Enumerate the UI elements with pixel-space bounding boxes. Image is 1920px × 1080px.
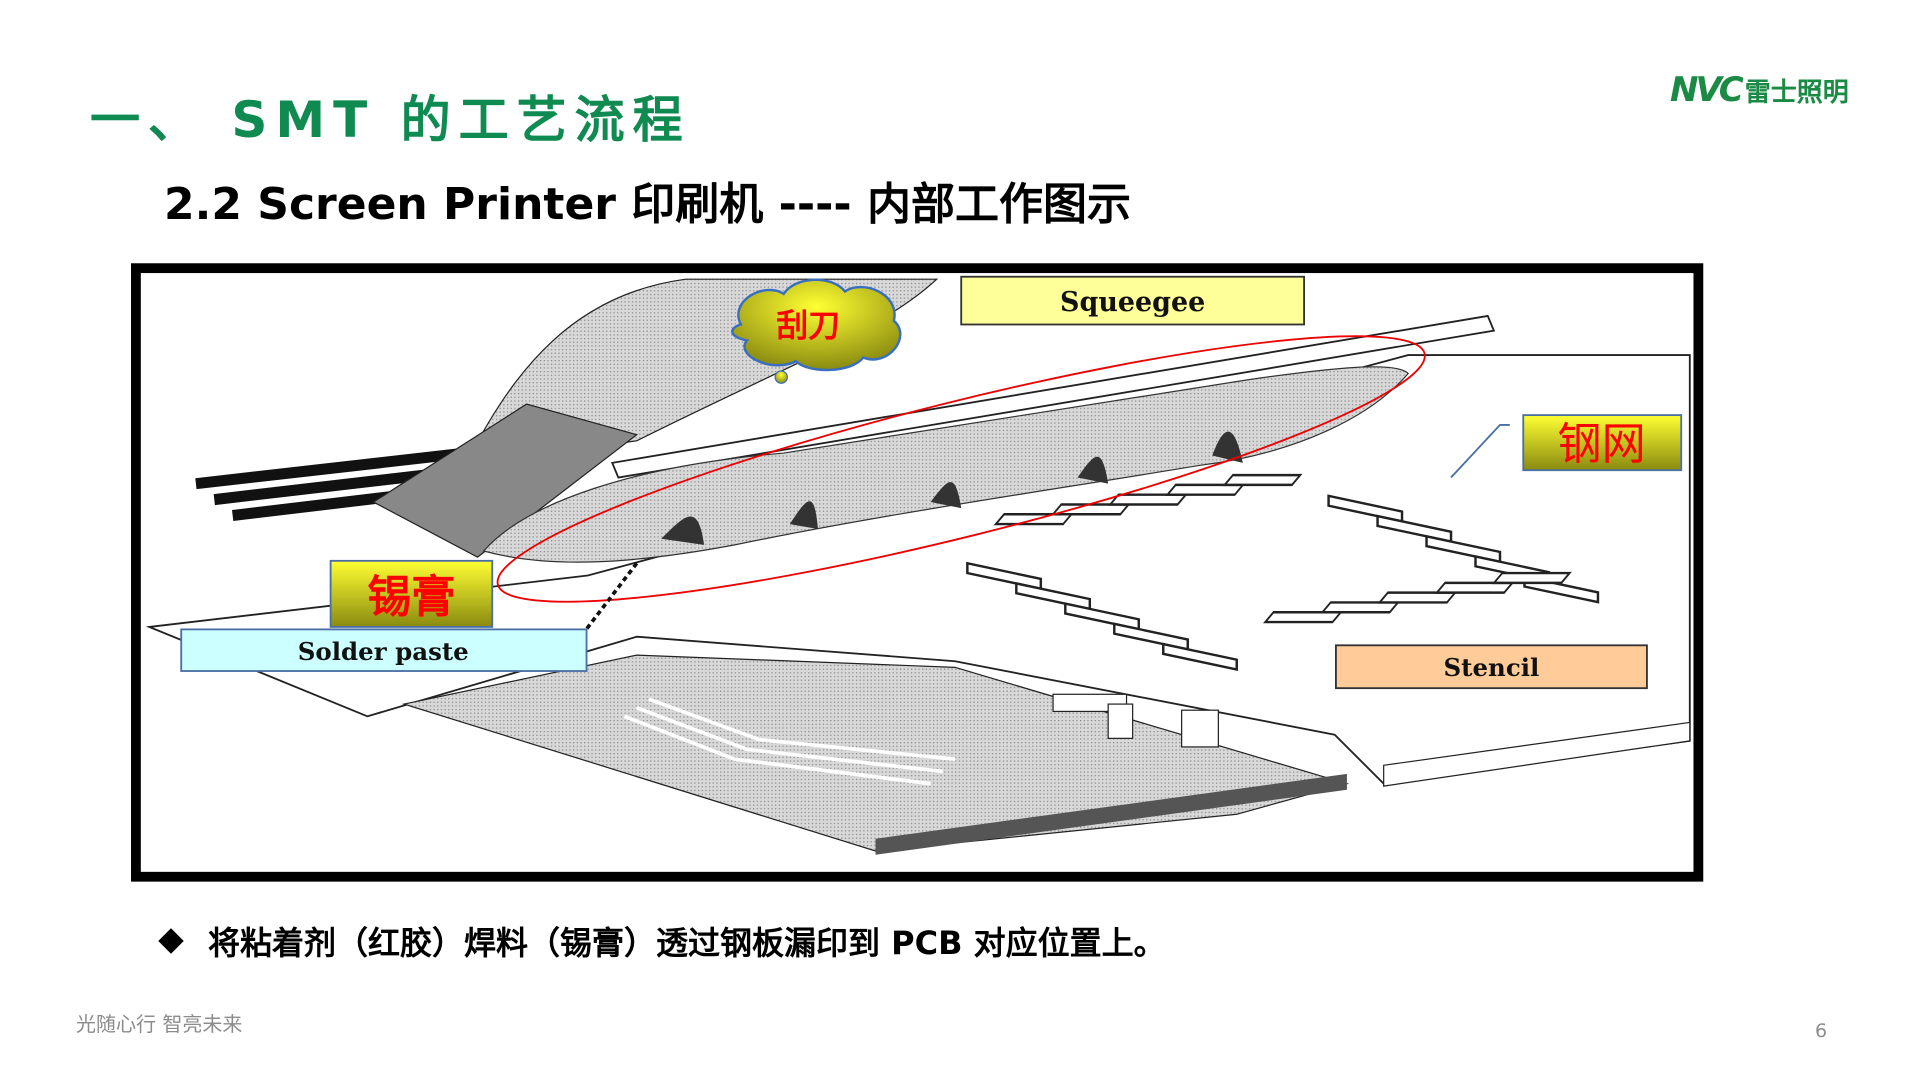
paste-cn-box <box>329 559 494 628</box>
squeegee-en-label: Squeegee <box>1060 287 1205 318</box>
logo-mark: NVC <box>1670 70 1744 110</box>
paste-en-box <box>180 628 588 672</box>
footer-slogan: 光随心行 智亮未来 <box>76 1012 243 1036</box>
slide-subtitle: 2.2 Screen Printer 印刷机 ---- 内部工作图示 <box>164 179 1131 230</box>
paste-en-label: Solder paste <box>298 637 469 666</box>
stencil-apertures <box>966 473 1600 671</box>
squeegee-en-box <box>960 275 1305 326</box>
slide-title: 一、 SMT 的工艺流程 <box>90 91 691 149</box>
stencil-en-box <box>1335 644 1648 690</box>
solder-paste-roll <box>482 366 1409 563</box>
bullet-text: 将粘着剂（红胶）焊料（锡膏）透过钢板漏印到 PCB 对应位置上。 <box>208 924 1166 962</box>
bullet-point: 将粘着剂（红胶）焊料（锡膏）透过钢板漏印到 PCB 对应位置上。 <box>156 918 1166 964</box>
nvc-logo: NVC 雷士照明 <box>1670 70 1849 110</box>
logo-text: 雷士照明 <box>1744 77 1849 108</box>
squeegee-blade <box>610 314 1496 479</box>
squeegee-blade-holder <box>372 403 639 558</box>
pcb-components <box>1052 693 1219 748</box>
paste-shading <box>661 431 1243 545</box>
paste-highlight-ellipse <box>496 335 1426 603</box>
page-number: 6 <box>1815 1020 1828 1042</box>
squeegee-cn-label: 刮刀 <box>776 307 840 345</box>
paste-cn-label: 锡膏 <box>367 572 455 623</box>
stencil-edge <box>1383 721 1691 787</box>
diamond-bullet-icon <box>158 928 184 954</box>
pcb-traces <box>623 697 956 786</box>
pcb-edge <box>875 773 1347 855</box>
squeegee-cn-callout: 刮刀 <box>731 278 902 384</box>
stencil-en-label: Stencil <box>1444 653 1540 682</box>
stencil-cn-box <box>1522 414 1683 472</box>
stencil-cn-label: 钢网 <box>1558 419 1646 470</box>
paste-drop-line <box>583 562 639 632</box>
stencil-pointer-line <box>1450 423 1510 479</box>
